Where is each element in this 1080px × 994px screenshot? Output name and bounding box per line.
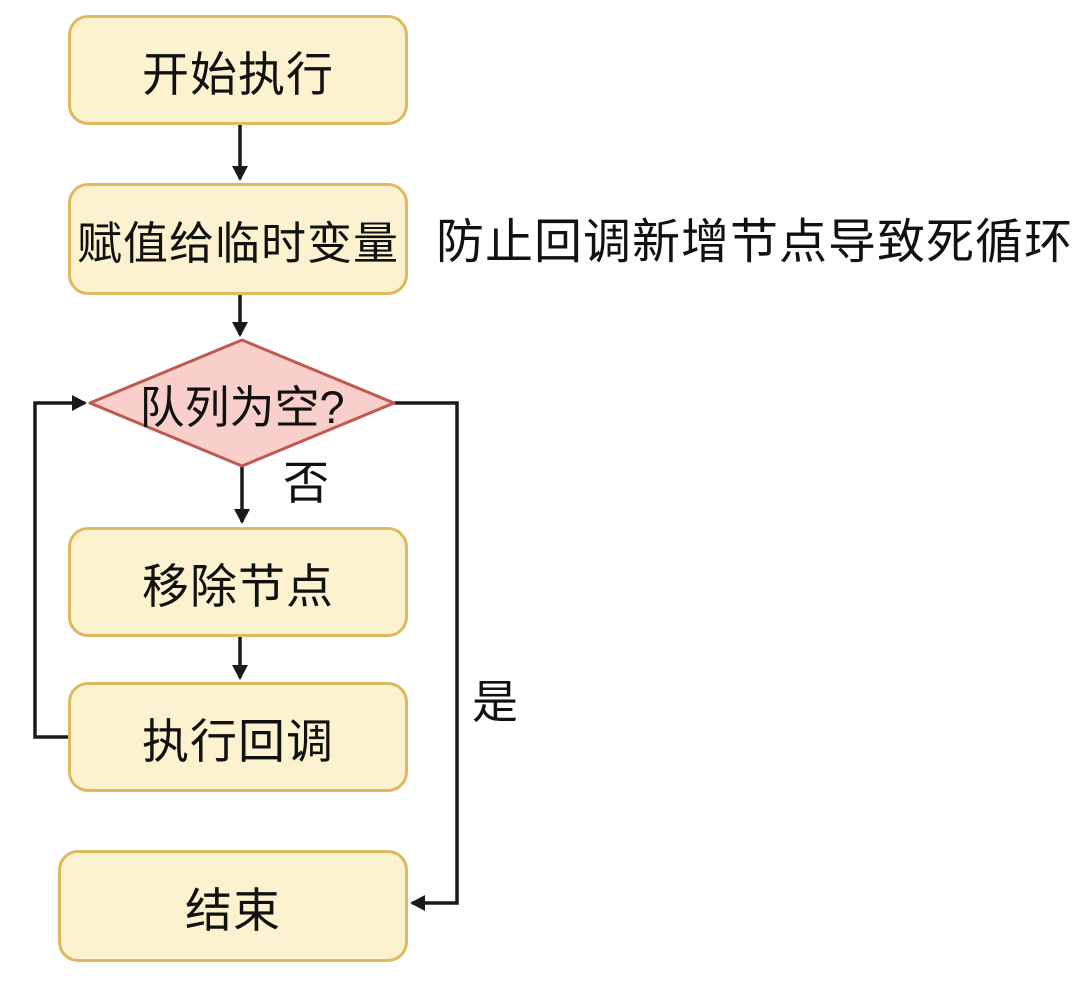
node-callback-label: 执行回调: [142, 714, 334, 768]
node-start: 开始执行: [68, 15, 408, 125]
node-end: 结束: [58, 850, 408, 962]
edge-callback-loop-to-decision: [33, 395, 87, 739]
decision-diamond-shape: [88, 338, 396, 468]
branch-label-yes: 是: [472, 676, 518, 728]
edge-decision-yes-to-end: [394, 401, 459, 911]
node-start-label: 开始执行: [142, 47, 334, 101]
node-assign-temp-variable: 赋值给临时变量: [68, 183, 408, 295]
decision-label-text: 队列为空?: [139, 381, 345, 433]
branch-label-no: 否: [283, 457, 329, 509]
node-execute-callback: 执行回调: [68, 682, 408, 792]
node-assign-label: 赋值给临时变量: [76, 217, 399, 269]
node-remove-label: 移除节点: [142, 559, 334, 613]
annotation-infinite-loop-note: 防止回调新增节点导致死循环: [436, 216, 1074, 269]
node-end-label: 结束: [185, 883, 281, 937]
node-remove-node: 移除节点: [68, 527, 408, 637]
node-queue-empty-decision: 队列为空?: [92, 340, 392, 466]
